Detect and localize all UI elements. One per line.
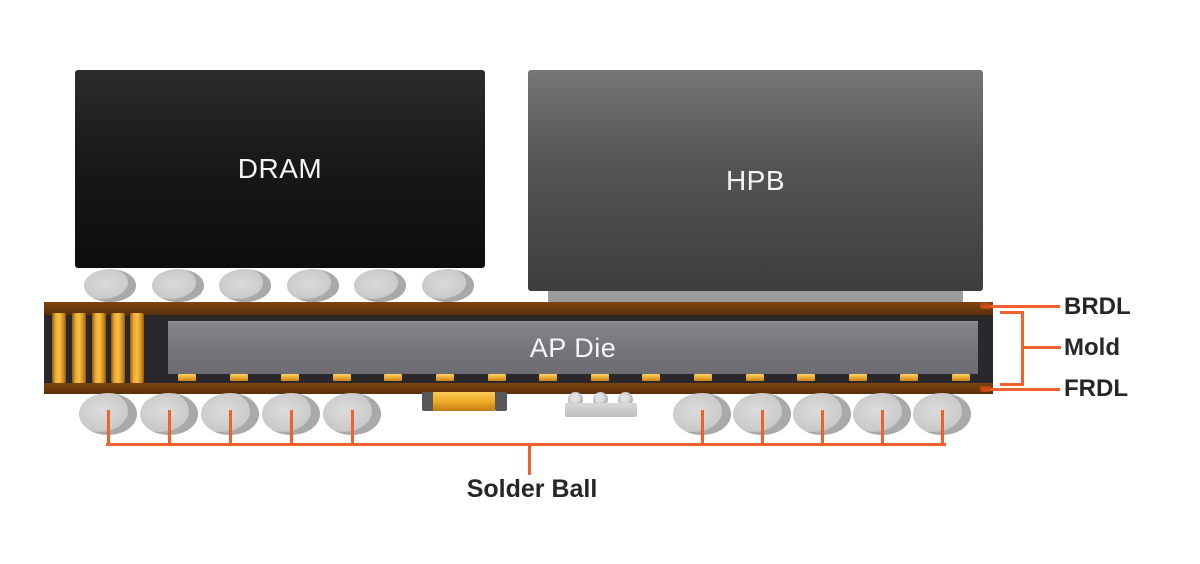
tsv-bar: [52, 313, 66, 383]
brdl-leader-tip: [980, 303, 991, 309]
capacitor-body: [433, 392, 495, 411]
micro-bump: [422, 269, 474, 302]
solder-ball-leader-stub: [941, 410, 944, 444]
brdl-layer: [44, 302, 993, 315]
mold-bracket-top-arm: [1000, 311, 1024, 314]
micro-bump: [152, 269, 204, 302]
tsv-bar: [130, 313, 144, 383]
solder-ball-leader-stub: [761, 410, 764, 444]
die-pad: [746, 374, 764, 381]
hpb-chip-label: HPB: [725, 164, 786, 196]
die-pad: [281, 374, 299, 381]
mold-label: Mold: [1064, 334, 1120, 361]
capacitor-terminal-right: [495, 392, 507, 411]
frdl-layer: [44, 383, 993, 394]
ap-die-label: AP Die: [529, 332, 617, 363]
solder-ball-leader-stub: [351, 410, 354, 444]
die-pad: [797, 374, 815, 381]
mold-bracket-bottom-arm: [1000, 383, 1024, 386]
die-pad: [694, 374, 712, 381]
solder-ball-label: Solder Ball: [466, 475, 598, 503]
die-pad: [900, 374, 918, 381]
die-pad: [849, 374, 867, 381]
frdl-label: FRDL: [1064, 375, 1128, 402]
die-pad: [178, 374, 196, 381]
dram-chip: DRAM: [75, 70, 485, 268]
solder-ball-leader-stub: [821, 410, 824, 444]
micro-bump: [287, 269, 339, 302]
solder-ball-leader-horizontal: [106, 443, 946, 446]
die-pad: [539, 374, 557, 381]
solder-ball-leader-stub: [701, 410, 704, 444]
frdl-leader-tip: [980, 386, 991, 392]
tsv-bar: [72, 313, 86, 383]
hpb-die-attach-strip: [548, 291, 963, 302]
solder-ball-leader-stub: [168, 410, 171, 444]
die-pad: [384, 374, 402, 381]
die-pad: [952, 374, 970, 381]
die-pad: [436, 374, 454, 381]
mold-leader-stub: [1021, 346, 1061, 349]
die-pad: [488, 374, 506, 381]
tsv-bar: [92, 313, 106, 383]
die-pad: [230, 374, 248, 381]
solder-ball-leader-center-stub: [528, 443, 531, 475]
solder-ball-leader-stub: [229, 410, 232, 444]
tsv-bar: [111, 313, 125, 383]
ap-die: AP Die: [168, 321, 978, 374]
bridge-component-base: [565, 403, 637, 417]
hpb-chip: HPB: [528, 70, 983, 291]
die-pad: [591, 374, 609, 381]
micro-bump: [84, 269, 136, 302]
solder-ball-leader-stub: [290, 410, 293, 444]
die-pad: [642, 374, 660, 381]
micro-bump: [219, 269, 271, 302]
die-pad: [333, 374, 351, 381]
solder-ball-leader-stub: [881, 410, 884, 444]
dram-chip-label: DRAM: [237, 153, 323, 184]
micro-bump: [354, 269, 406, 302]
brdl-label: BRDL: [1064, 293, 1131, 320]
capacitor-terminal-left: [422, 392, 434, 411]
frdl-leader-line: [982, 388, 1060, 391]
brdl-leader-line: [982, 305, 1060, 308]
solder-ball-leader-stub: [107, 410, 110, 444]
